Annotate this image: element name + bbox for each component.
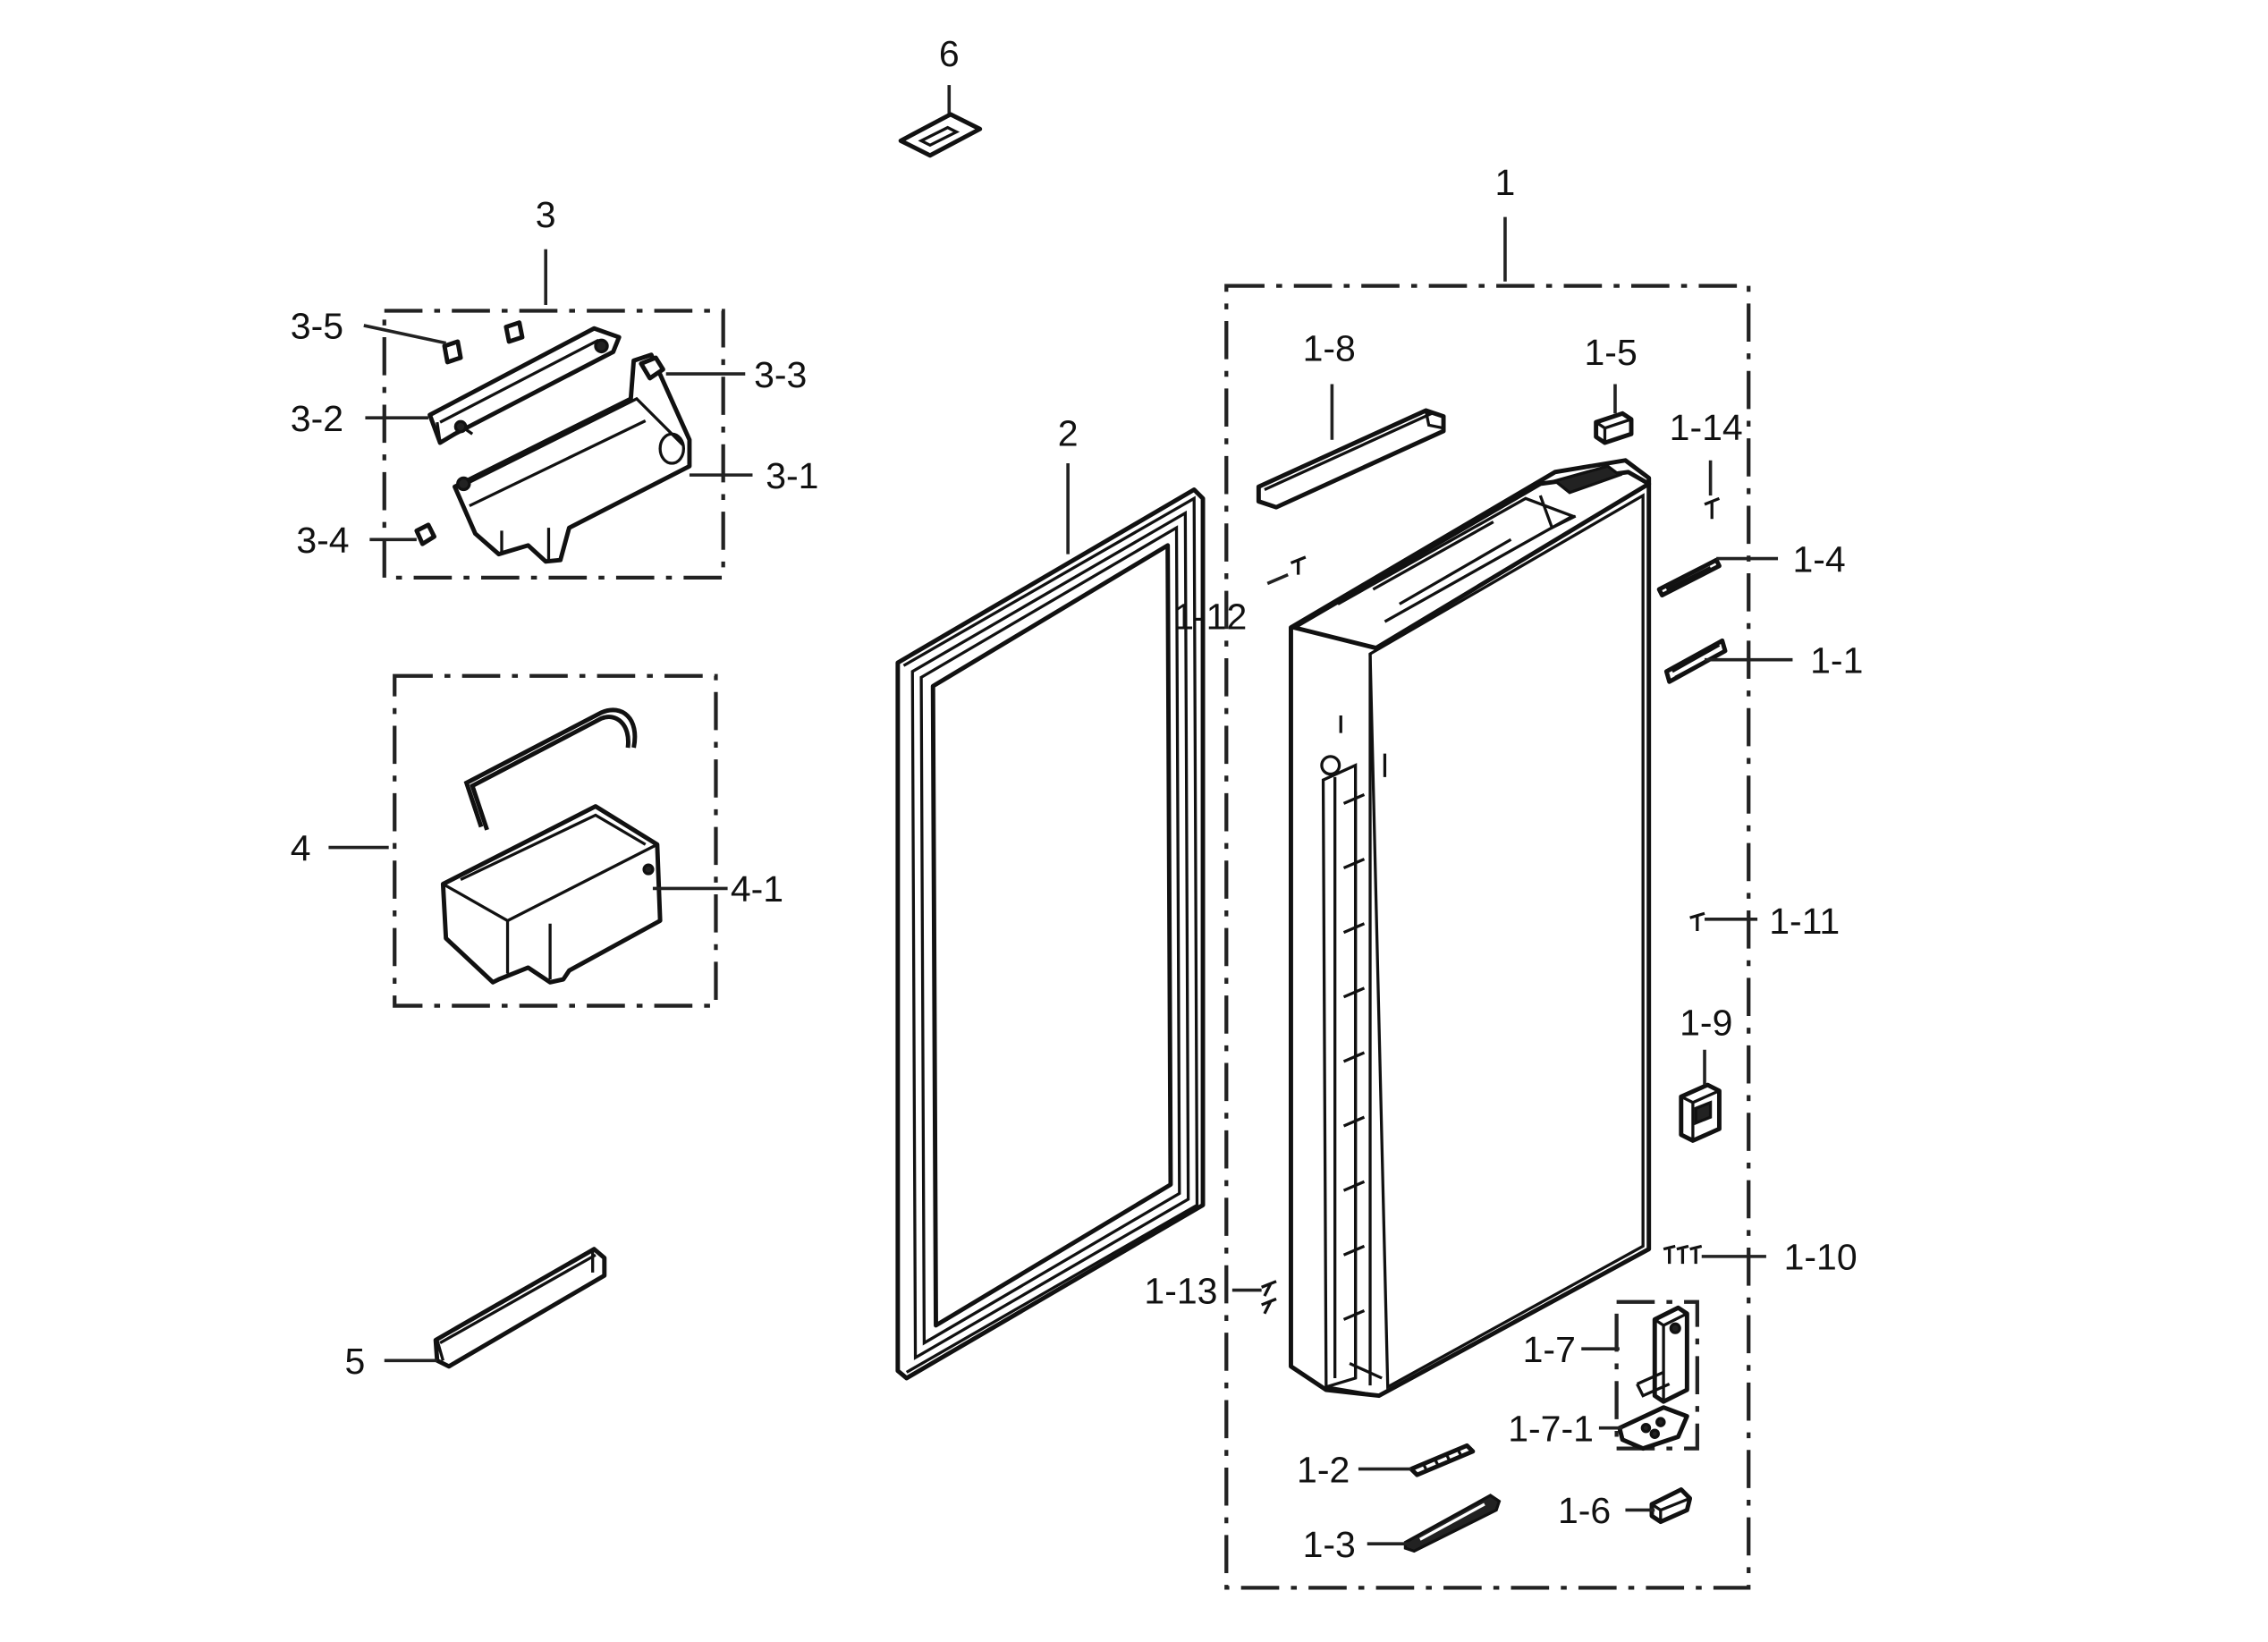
label-3-4: 3-4 bbox=[296, 520, 349, 561]
label-1-11: 1-11 bbox=[1769, 901, 1840, 942]
part-1-5-block bbox=[1594, 410, 1634, 445]
part-1-2-strip bbox=[1409, 1443, 1476, 1477]
group-3-box bbox=[382, 309, 725, 580]
part-3-4-knob bbox=[414, 522, 436, 546]
label-1-2: 1-2 bbox=[1297, 1449, 1350, 1490]
part-1-8-cover bbox=[1256, 408, 1446, 510]
label-6: 6 bbox=[939, 33, 960, 74]
part-4-wire-handle bbox=[463, 707, 638, 831]
part-1-door bbox=[1289, 458, 1652, 1399]
label-1-7-1: 1-7-1 bbox=[1508, 1408, 1594, 1449]
part-1-4-badge bbox=[1656, 557, 1722, 598]
part-5-trim-bar bbox=[433, 1247, 607, 1369]
part-1-12-screw bbox=[1290, 555, 1307, 575]
label-3-3: 3-3 bbox=[754, 354, 807, 395]
label-1-4: 1-4 bbox=[1792, 538, 1845, 580]
label-1-1: 1-1 bbox=[1810, 639, 1863, 681]
part-1-13-screws bbox=[1261, 1280, 1277, 1315]
group-4-box bbox=[393, 673, 718, 1008]
part-1-6-clip bbox=[1649, 1487, 1693, 1525]
label-1: 1 bbox=[1495, 162, 1516, 203]
part-3-3-knob bbox=[639, 355, 665, 381]
part-1-7-1-plate bbox=[1617, 1405, 1689, 1452]
label-5: 5 bbox=[344, 1341, 365, 1382]
label-4: 4 bbox=[291, 827, 311, 868]
label-1-9: 1-9 bbox=[1680, 1002, 1732, 1043]
label-3-5: 3-5 bbox=[291, 306, 343, 347]
part-6-pad bbox=[898, 85, 983, 158]
part-1-3-bar bbox=[1403, 1494, 1502, 1553]
label-3-1: 3-1 bbox=[766, 455, 818, 496]
part-2-door-gasket bbox=[895, 487, 1206, 1381]
part-4-1-bin bbox=[440, 804, 663, 985]
label-4-1: 4-1 bbox=[731, 868, 783, 910]
label-1-3: 1-3 bbox=[1303, 1524, 1356, 1565]
group-1-box bbox=[1224, 284, 1751, 1590]
label-3-2: 3-2 bbox=[291, 398, 343, 439]
part-3-5-clip bbox=[442, 320, 525, 365]
callout-labels: 6 3 3-5 3-3 3-2 3-1 3-4 4 4-1 5 2 1 1-8 … bbox=[291, 33, 1864, 1565]
label-1-12: 1-12 bbox=[1173, 596, 1247, 637]
part-3-1-bin bbox=[453, 352, 692, 564]
label-1-8: 1-8 bbox=[1303, 327, 1356, 368]
part-1-14-screw bbox=[1704, 496, 1721, 520]
part-1-11-screw bbox=[1689, 911, 1705, 931]
label-2: 2 bbox=[1058, 412, 1079, 453]
group-1-7-box bbox=[1614, 1299, 1699, 1451]
label-1-7: 1-7 bbox=[1523, 1329, 1576, 1370]
label-1-10: 1-10 bbox=[1784, 1237, 1858, 1278]
label-1-5: 1-5 bbox=[1585, 332, 1638, 373]
part-3-2-cap bbox=[427, 326, 622, 445]
part-1-10-screws bbox=[1663, 1244, 1703, 1265]
label-1-13: 1-13 bbox=[1144, 1270, 1217, 1311]
part-1-9-bracket bbox=[1679, 1082, 1722, 1143]
label-1-6: 1-6 bbox=[1558, 1490, 1611, 1531]
label-3: 3 bbox=[536, 194, 556, 235]
part-1-1-badge bbox=[1663, 638, 1728, 684]
label-1-14: 1-14 bbox=[1670, 407, 1743, 448]
part-1-7-hinge bbox=[1636, 1305, 1689, 1404]
